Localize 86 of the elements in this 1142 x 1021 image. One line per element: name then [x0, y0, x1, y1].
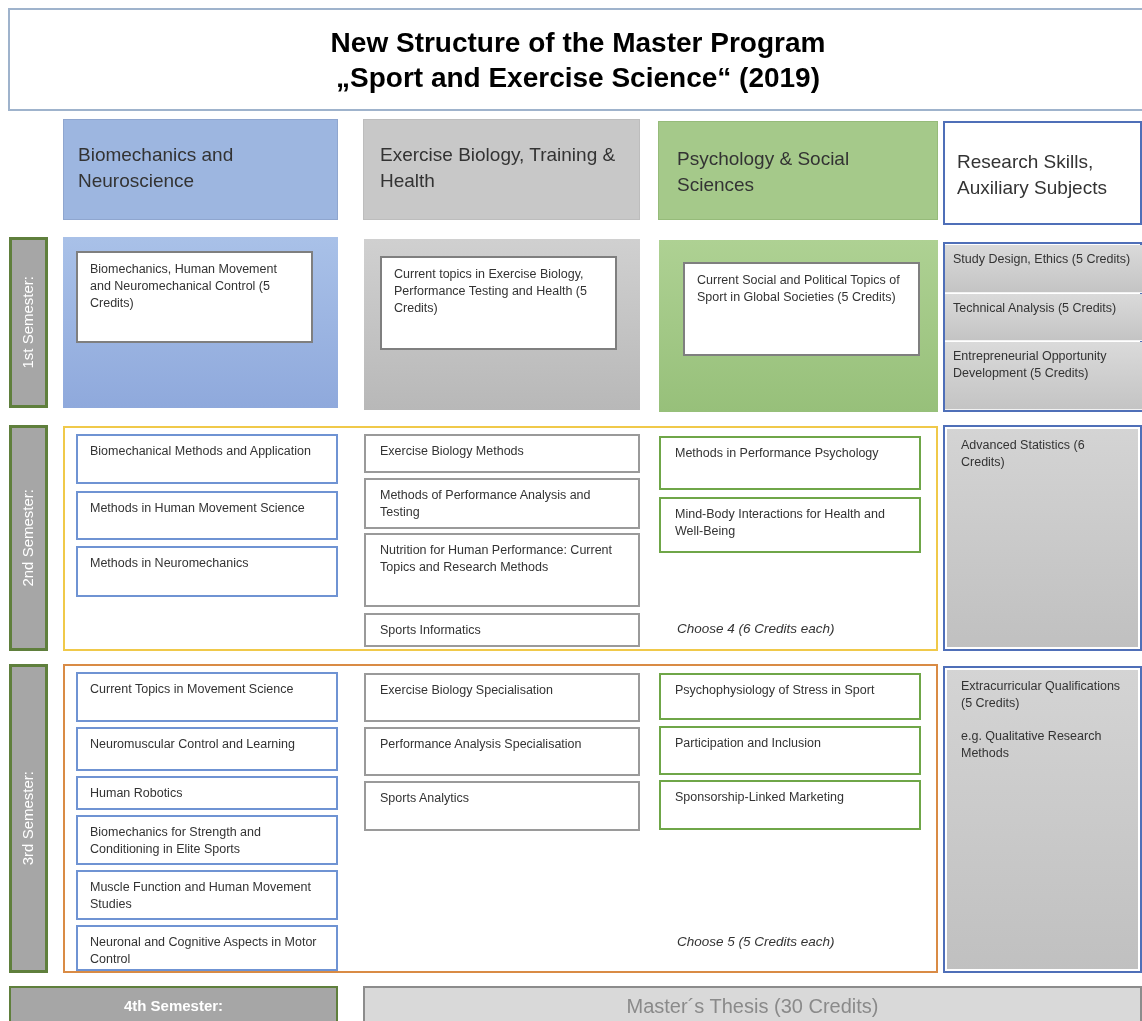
- course-box: [364, 533, 640, 607]
- course-box: [76, 727, 338, 771]
- course-text: Sports Informatics: [380, 622, 482, 639]
- course-box: [76, 870, 338, 920]
- course-box: [945, 342, 1142, 410]
- course-text: Sports Analytics: [380, 790, 470, 807]
- header-text: Biomechanics and Neuroscience: [78, 143, 235, 193]
- course-box: [76, 491, 338, 540]
- course-text: Neuromuscular Control and Learning: [90, 736, 296, 753]
- course-box: [659, 673, 921, 720]
- header-text: Research Skills, Auxiliary Subjects: [957, 150, 1108, 200]
- course-text: Human Robotics: [90, 785, 184, 802]
- course-text: Neuronal and Cognitive Aspects in Motor Control: [90, 934, 318, 968]
- course-text: Biomechanics for Strength and Conditioning in Elite Sports: [90, 824, 262, 858]
- course-box: [364, 434, 640, 473]
- course-text: e.g. Qualitative Research Methods: [961, 727, 1103, 762]
- course-text: Psychophysiology of Stress in Sport: [675, 682, 876, 699]
- course-box: [945, 245, 1142, 293]
- course-box: [380, 256, 617, 350]
- course-box: [943, 425, 1142, 651]
- course-text: Exercise Biology Methods: [380, 443, 525, 460]
- course-text: Nutrition for Human Performance: Current Topics and Research Methods: [380, 542, 614, 576]
- course-box: [364, 727, 640, 776]
- course-text: Methods in Human Movement Science: [90, 500, 306, 517]
- semester-frame: [63, 426, 938, 651]
- course-box: [76, 434, 338, 484]
- course-box: [76, 815, 338, 865]
- course-text: Extracurricular Qualifications (5 Credits): [961, 678, 1122, 712]
- choice-note: Choose 4 (6 Credits each): [677, 621, 835, 636]
- course-box: [659, 436, 921, 490]
- semester-frame: [63, 664, 938, 973]
- column-header: [63, 119, 338, 220]
- semester-label: [9, 664, 48, 973]
- thesis-bar: [363, 986, 1142, 1021]
- column-header: [943, 121, 1142, 225]
- course-text: Sponsorship-Linked Marketing: [675, 789, 845, 806]
- header-text: Exercise Biology, Training & Health: [380, 143, 617, 193]
- column-panel: [364, 239, 640, 410]
- course-text: Muscle Function and Human Movement Studies: [90, 879, 312, 913]
- thesis-text: Master´s Thesis (30 Credits): [626, 993, 879, 1019]
- course-box: [364, 781, 640, 831]
- course-text: Biomechanics, Human Movement and Neuromechanical Control (5 Credits): [90, 261, 278, 312]
- course-box: [76, 925, 338, 971]
- course-box: [364, 613, 640, 647]
- course-box: [659, 726, 921, 775]
- course-box: [943, 666, 1142, 973]
- course-box: [76, 251, 313, 343]
- course-text: Study Design, Ethics (5 Credits): [953, 251, 1132, 268]
- course-box: [945, 294, 1142, 341]
- column-header: [658, 121, 938, 220]
- title: New Structure of the Master Program „Sport and Exercise Science“ (2019): [329, 25, 827, 95]
- column-panel: [63, 237, 338, 408]
- course-text: Methods in Neuromechanics: [90, 555, 250, 572]
- choice-note: Choose 5 (5 Credits each): [677, 934, 835, 949]
- course-box: [76, 546, 338, 597]
- course-text: Technical Analysis (5 Credits): [953, 300, 1118, 317]
- course-box: [76, 672, 338, 722]
- course-text: Participation and Inclusion: [675, 735, 822, 752]
- course-text: Biomechanical Methods and Application: [90, 443, 312, 460]
- course-text: Entrepreneurial Opportunity Development (5 Credits): [953, 348, 1108, 382]
- column-header: [363, 119, 640, 220]
- semester-label: [9, 425, 48, 651]
- course-box: [76, 776, 338, 810]
- course-text: Exercise Biology Specialisation: [380, 682, 554, 699]
- course-text: Current topics in Exercise Biology, Performance Testing and Health (5 Credits): [394, 266, 588, 317]
- semester-label: [9, 237, 48, 408]
- course-text: Current Social and Political Topics of Sport in Global Societies (5 Credits): [697, 272, 901, 306]
- course-text: Current Topics in Movement Science: [90, 681, 295, 698]
- course-text: Mind-Body Interactions for Health and Well-Being: [675, 506, 886, 540]
- semester-text: 2nd Semester:: [18, 489, 38, 587]
- course-text: Advanced Statistics (6 Credits): [961, 437, 1086, 471]
- column-panel: [943, 242, 1142, 412]
- semester-text: 4th Semester:: [123, 995, 224, 1016]
- course-text: Performance Analysis Specialisation: [380, 736, 583, 753]
- semester-text: 1st Semester:: [18, 276, 38, 369]
- course-text: Methods in Performance Psychology: [675, 445, 880, 462]
- column-panel: [659, 240, 938, 412]
- course-box: [364, 478, 640, 529]
- course-box: [364, 673, 640, 722]
- semester-text: 3rd Semester:: [18, 771, 38, 866]
- course-box: [683, 262, 920, 356]
- semester-label: [9, 986, 338, 1021]
- header-text: Psychology & Social Sciences: [677, 147, 851, 197]
- course-box: [659, 780, 921, 830]
- course-text: Methods of Performance Analysis and Testing: [380, 487, 592, 521]
- course-box: [659, 497, 921, 553]
